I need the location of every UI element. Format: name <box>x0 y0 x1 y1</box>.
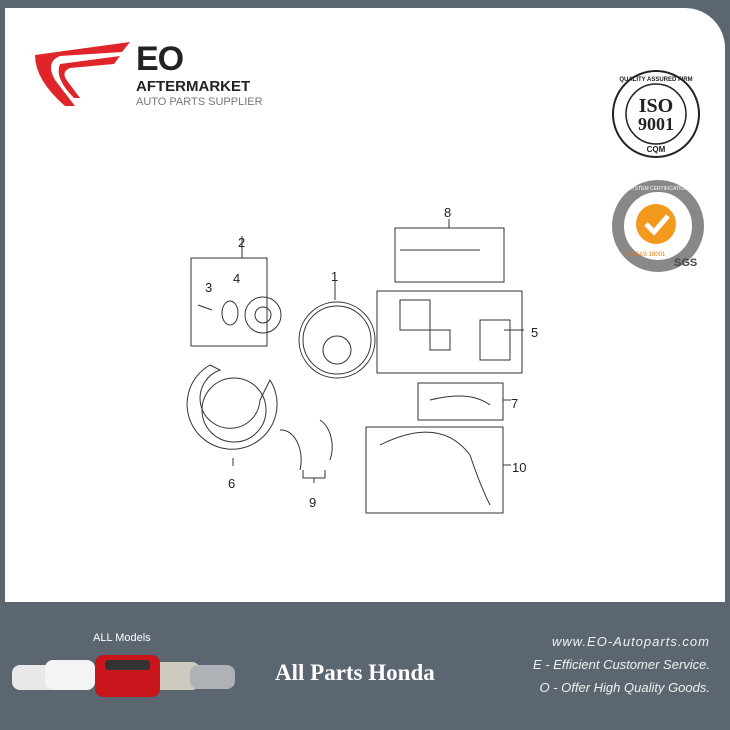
footer-title: All Parts Honda <box>275 660 435 685</box>
sgs-side: OHSAS 18001 <box>626 252 666 258</box>
callout-7: 7 <box>511 396 518 411</box>
sgs-mark: SGS <box>674 257 697 269</box>
iso-text: ISO <box>639 95 673 117</box>
sgs-ohsas-seal-icon: SYSTEM CERTIFICATION OHSAS 18001 SGS <box>612 180 704 272</box>
callout-8: 8 <box>444 205 451 220</box>
all-models-label: ALL Models <box>93 632 151 644</box>
car-lineup-icon <box>12 655 235 697</box>
callout-4: 4 <box>233 271 240 286</box>
sgs-ring: SYSTEM CERTIFICATION <box>628 186 688 192</box>
brand-subtitle: AUTO PARTS SUPPLIER <box>136 96 263 108</box>
brake-parts-diagram: 2 3 4 1 8 5 7 10 6 9 <box>186 205 538 514</box>
callout-1: 1 <box>331 269 338 284</box>
slogan-line-2: O - Offer High Quality Goods. <box>539 680 710 695</box>
callout-6: 6 <box>228 476 235 491</box>
iso-ring: QUALITY ASSURED FIRM <box>619 77 692 83</box>
brand-tagline: AFTERMARKET <box>136 78 251 95</box>
callout-3: 3 <box>205 280 212 295</box>
iso-9001-seal-icon: ISO 9001 CQM QUALITY ASSURED FIRM <box>612 70 700 158</box>
brand-name: EO <box>136 40 184 78</box>
content-panel <box>5 8 725 602</box>
website-link[interactable]: www.EO-Autoparts.com <box>552 634 710 649</box>
callout-2: 2 <box>238 235 245 250</box>
iso-sub: CQM <box>647 145 666 154</box>
callout-9: 9 <box>309 495 316 510</box>
eo-logo-icon <box>35 42 130 106</box>
callout-10: 10 <box>512 460 526 475</box>
iso-number: 9001 <box>638 114 674 134</box>
slogan-line-1: E - Efficient Customer Service. <box>533 657 710 672</box>
callout-5: 5 <box>531 325 538 340</box>
